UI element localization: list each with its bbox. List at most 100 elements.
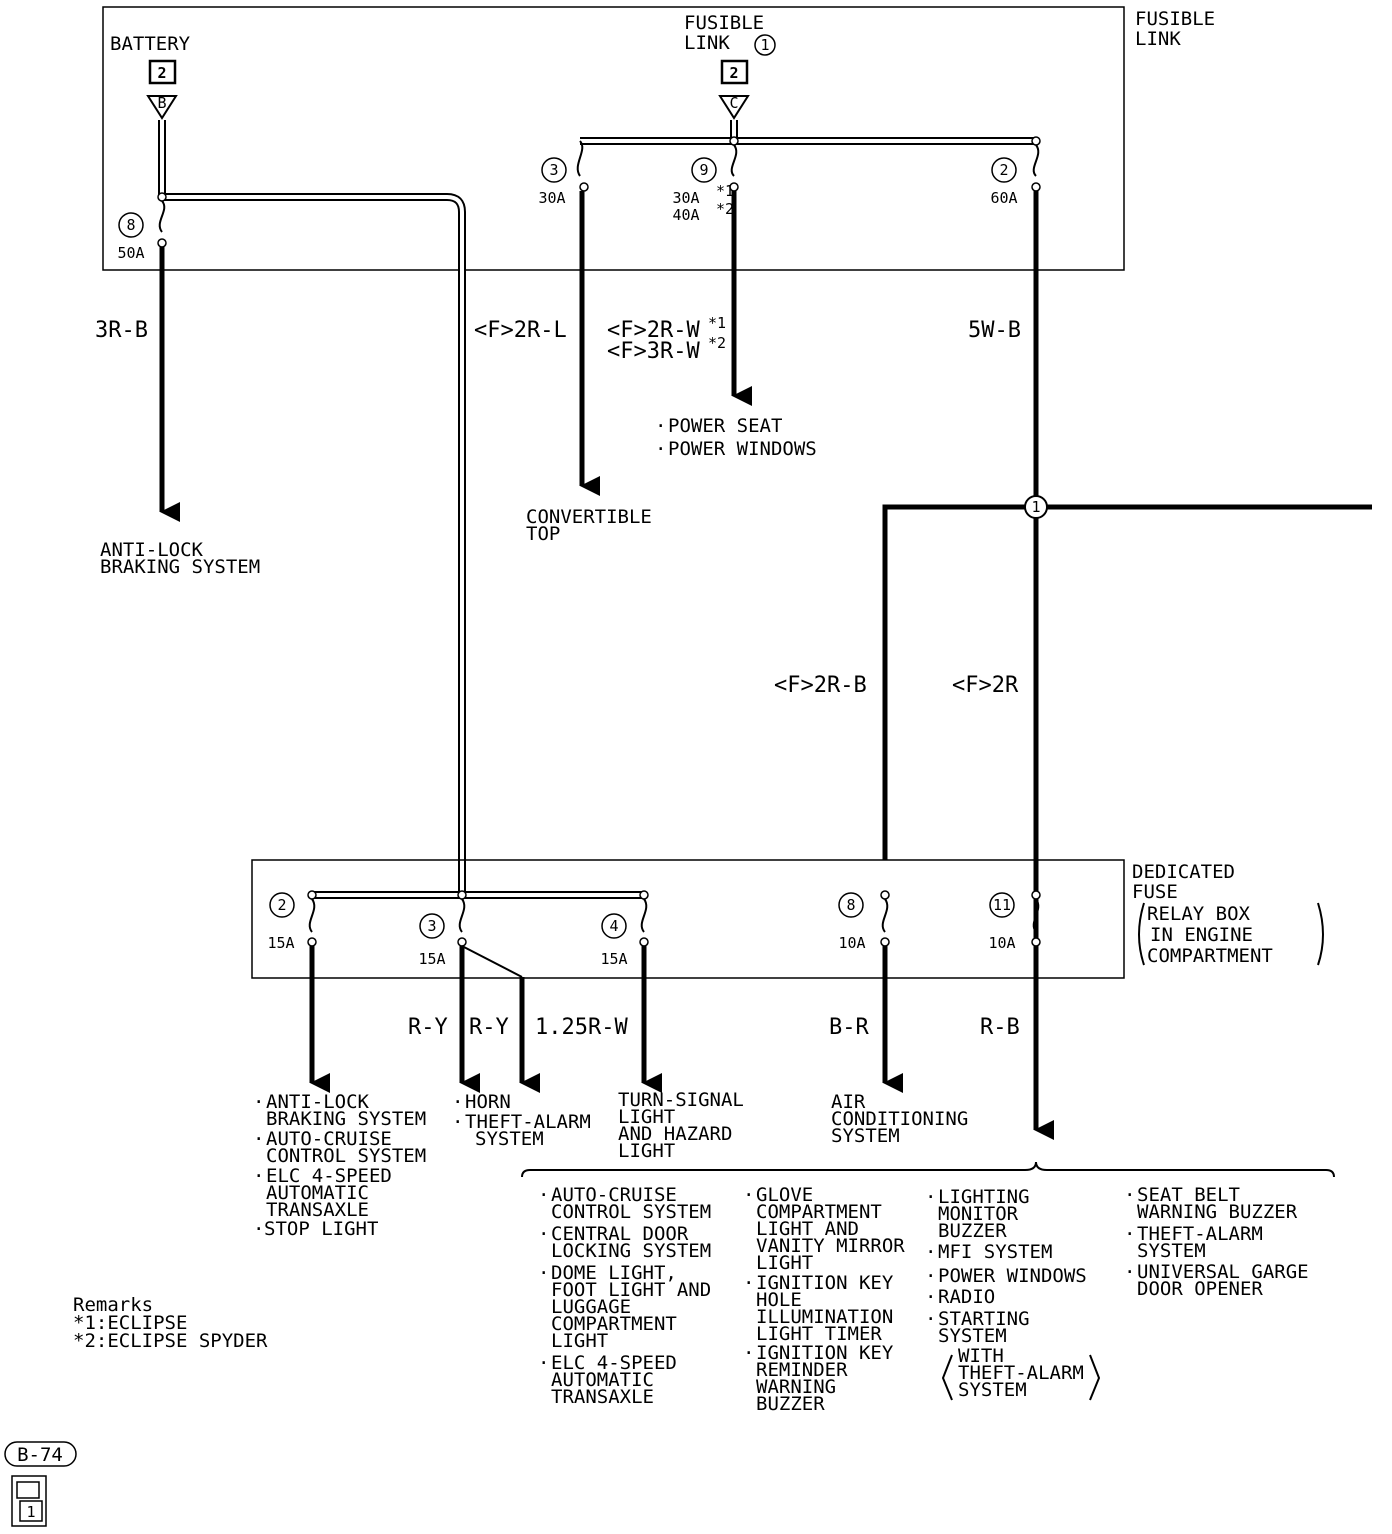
wire-label-b-r: B-R	[829, 1015, 869, 1040]
svg-text:LIGHT: LIGHT	[618, 1106, 675, 1128]
paren-right	[1317, 902, 1324, 966]
junction-1-num: 1	[1031, 498, 1040, 516]
svg-text:·: ·	[1124, 1184, 1135, 1206]
battery-tag-box	[148, 59, 177, 85]
dest-fuse-3: · HORN · THEFT-ALARM SYSTEM	[452, 1091, 591, 1150]
fuse-top-8-num: 8	[126, 216, 135, 234]
fuse-bottom-4: 4 15A	[600, 898, 649, 968]
fusible-link-1-num: 1	[760, 36, 769, 54]
svg-text:CONTROL SYSTEM: CONTROL SYSTEM	[266, 1145, 426, 1167]
svg-text:·: ·	[655, 415, 666, 437]
remarks: Remarks *1:ECLIPSE *2:ECLIPSE SPYDER	[73, 1294, 268, 1352]
fusible-link-box	[102, 6, 1125, 271]
fusible-link-1-label-1: FUSIBLE	[684, 12, 764, 34]
fusible-link-1-terminal: C	[729, 94, 738, 112]
svg-text:·: ·	[538, 1184, 549, 1206]
fusible-link-1-tag-box	[720, 59, 749, 85]
svg-text:BUZZER: BUZZER	[938, 1220, 1007, 1242]
svg-text:ANTI-LOCK: ANTI-LOCK	[100, 539, 204, 561]
dest-convertible: CONVERTIBLE TOP	[526, 506, 652, 545]
svg-text:TOP: TOP	[526, 523, 560, 545]
dest-col-1: · AUTO-CRUISE CONTROL SYSTEM · CENTRAL D…	[538, 1184, 711, 1408]
svg-text:STARTING: STARTING	[938, 1308, 1030, 1330]
svg-text:ELC 4-SPEED: ELC 4-SPEED	[551, 1352, 677, 1374]
svg-text:10A: 10A	[838, 934, 865, 952]
svg-text:WITH: WITH	[958, 1345, 1004, 1367]
svg-text:CONVERTIBLE: CONVERTIBLE	[526, 506, 652, 528]
paren-with-right	[1089, 1354, 1101, 1401]
svg-text:AUTO-CRUISE: AUTO-CRUISE	[266, 1128, 392, 1150]
wire-label-f2r: <F>2R	[952, 673, 1019, 698]
paren-with-left	[941, 1354, 953, 1401]
connector-code: B-74	[17, 1444, 63, 1466]
dest-fuse-8: AIR CONDITIONING SYSTEM	[831, 1091, 968, 1147]
svg-text:RADIO: RADIO	[938, 1286, 995, 1308]
svg-text:TRANSAXLE: TRANSAXLE	[266, 1199, 369, 1221]
fuse-top-8: 8 50A	[117, 200, 167, 262]
fuse-top-2: 2 60A	[990, 144, 1041, 207]
svg-text:AUTO-CRUISE: AUTO-CRUISE	[551, 1184, 677, 1206]
svg-text:AUTOMATIC: AUTOMATIC	[266, 1182, 369, 1204]
fuse-top-9: 9 30A *1 40A *2	[672, 144, 739, 224]
dest-col-2: · GLOVE COMPARTMENT LIGHT AND VANITY MIR…	[743, 1184, 905, 1415]
svg-text:·: ·	[925, 1265, 936, 1287]
svg-text:COMPARTMENT: COMPARTMENT	[551, 1313, 677, 1335]
svg-text:BUZZER: BUZZER	[756, 1393, 825, 1415]
svg-text:·: ·	[253, 1091, 264, 1113]
battery-terminal-icon	[146, 95, 178, 120]
svg-text:SEAT BELT: SEAT BELT	[1137, 1184, 1240, 1206]
fuse-bottom-8: 8 10A	[838, 890, 890, 952]
fusible-link-1-label-2: LINK	[684, 32, 730, 54]
fuse-top-3-rating: 30A	[538, 189, 565, 207]
connector-b74: B-74 1	[4, 1441, 77, 1527]
svg-text:AUTOMATIC: AUTOMATIC	[551, 1369, 654, 1391]
fuse-top-9-note-2: *2	[716, 200, 734, 218]
dedicated-fuse-title-3: RELAY BOX	[1147, 903, 1251, 925]
fusible-link-1-circle	[754, 34, 776, 56]
svg-text:·: ·	[925, 1286, 936, 1308]
svg-text:IGNITION KEY: IGNITION KEY	[756, 1272, 894, 1294]
battery-label: BATTERY	[110, 33, 191, 55]
wire-label-r-b: R-B	[980, 1015, 1020, 1040]
dest-col-3: · LIGHTING MONITOR BUZZER · MFI SYSTEM ·…	[925, 1186, 1101, 1401]
svg-text:LIGHT: LIGHT	[756, 1252, 813, 1274]
svg-text:HORN: HORN	[465, 1091, 511, 1113]
fusible-link-1-terminal-icon	[718, 95, 750, 120]
svg-text:3: 3	[427, 917, 436, 935]
fuse-top-2-num: 2	[999, 161, 1008, 179]
svg-text:HOLE: HOLE	[756, 1289, 802, 1311]
fuse-top-9-num: 9	[699, 161, 708, 179]
svg-text:THEFT-ALARM: THEFT-ALARM	[1137, 1223, 1263, 1245]
wire-label-f3r-w: <F>3R-W	[607, 339, 700, 364]
wire-label-r-y-2: R-Y	[469, 1015, 509, 1040]
svg-text:11: 11	[993, 896, 1011, 914]
svg-text:SYSTEM: SYSTEM	[475, 1128, 544, 1150]
svg-text:15A: 15A	[267, 934, 294, 952]
fusible-link-1-source: FUSIBLE LINK 1 2 C	[684, 12, 776, 120]
battery-tag: 2	[157, 64, 166, 82]
svg-text:·: ·	[253, 1218, 264, 1240]
svg-text:·: ·	[538, 1223, 549, 1245]
fuse-bottom-11: 11 10A	[988, 890, 1041, 952]
fuse-bottom-3: 3 15A	[418, 898, 467, 968]
connector-icon	[11, 1475, 47, 1527]
svg-text:SYSTEM: SYSTEM	[938, 1325, 1007, 1347]
svg-text:DOME LIGHT,: DOME LIGHT,	[551, 1262, 677, 1284]
svg-text:LUGGAGE: LUGGAGE	[551, 1296, 631, 1318]
svg-text:CONDITIONING: CONDITIONING	[831, 1108, 968, 1130]
svg-text:THEFT-ALARM: THEFT-ALARM	[465, 1111, 591, 1133]
fuse-top-9-rating-1: 30A	[672, 189, 699, 207]
svg-text:·: ·	[925, 1241, 936, 1263]
svg-text:MONITOR: MONITOR	[938, 1203, 1019, 1225]
svg-text:·: ·	[253, 1128, 264, 1150]
brace-r-b	[521, 1161, 1335, 1178]
svg-text:THEFT-ALARM: THEFT-ALARM	[958, 1362, 1084, 1384]
svg-text:15A: 15A	[600, 950, 627, 968]
battery-source: BATTERY 2 B	[110, 33, 191, 120]
dest-power: · POWER SEAT · POWER WINDOWS	[655, 415, 817, 460]
remarks-title: Remarks	[73, 1294, 153, 1316]
svg-text:MFI SYSTEM: MFI SYSTEM	[938, 1241, 1052, 1263]
svg-text:LIGHT: LIGHT	[551, 1330, 608, 1352]
svg-text:FOOT LIGHT AND: FOOT LIGHT AND	[551, 1279, 711, 1301]
svg-text:2: 2	[277, 896, 286, 914]
